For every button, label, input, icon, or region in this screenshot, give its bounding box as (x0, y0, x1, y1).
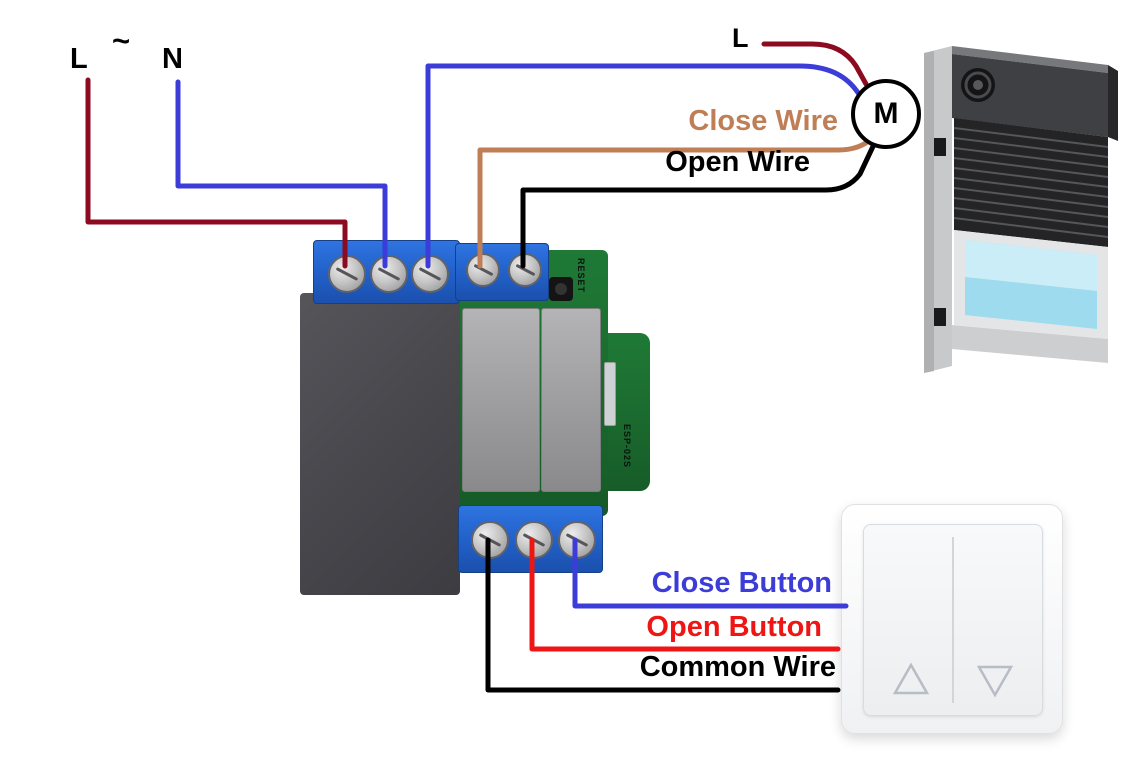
open-wire-label: Open Wire (665, 146, 810, 178)
terminal-screw-neutral (370, 255, 408, 293)
shutter-slat-lines (953, 127, 1109, 238)
switch-plate (863, 524, 1043, 716)
close-button-label: Close Button (651, 567, 832, 599)
down-arrow-icon (976, 665, 1014, 698)
motor-symbol: M (851, 79, 921, 149)
neutral-label: N (162, 43, 183, 75)
terminal-screw-open (508, 253, 542, 287)
motor-live-wire (761, 41, 869, 87)
motor-live-label: L (732, 23, 749, 53)
window-sill (952, 325, 1108, 363)
shutter-left-frame-edge (924, 51, 934, 373)
reset-button-nub (555, 283, 567, 295)
shutter-end-cap-hub (973, 80, 983, 90)
switch-divider (952, 537, 954, 703)
chip-label: ESP-02S (622, 424, 632, 469)
shutter-box-top (952, 46, 1108, 73)
reset-label: RESET (576, 258, 586, 294)
shutter-box-side (1108, 65, 1118, 141)
neutral-input-wire (175, 79, 388, 269)
terminal-screw-close (466, 253, 500, 287)
switch-arrows (892, 662, 1014, 698)
terminal-screw-close-btn (558, 521, 596, 559)
relay-2 (541, 308, 601, 492)
ac-tilde-label: ~ (112, 23, 131, 58)
shutter-end-cap-ring (964, 71, 992, 99)
open-button-label: Open Button (646, 611, 822, 643)
reset-button (549, 277, 573, 301)
guide-rail-clip-top (934, 138, 946, 156)
roller-shutter-image (924, 46, 1118, 373)
terminal-screw-live (328, 255, 366, 293)
terminal-screw-common (471, 521, 509, 559)
motor-letter: M (873, 97, 899, 130)
pcb-connector (604, 362, 616, 426)
terminal-screw-motor-live (411, 255, 449, 293)
relay-1 (462, 308, 540, 492)
live-label: L (70, 43, 88, 75)
wall-switch-image (841, 504, 1063, 734)
terminal-screw-open-btn (515, 521, 553, 559)
live-input-wire (85, 77, 348, 269)
relay-enclosure (300, 293, 460, 595)
shutter-slats (954, 118, 1108, 247)
up-arrow-icon (892, 662, 930, 695)
common-wire-label: Common Wire (639, 651, 836, 683)
window-glass-highlight (965, 240, 1097, 291)
close-wire-label: Close Wire (688, 105, 838, 137)
guide-rail-clip-bottom (934, 308, 946, 326)
